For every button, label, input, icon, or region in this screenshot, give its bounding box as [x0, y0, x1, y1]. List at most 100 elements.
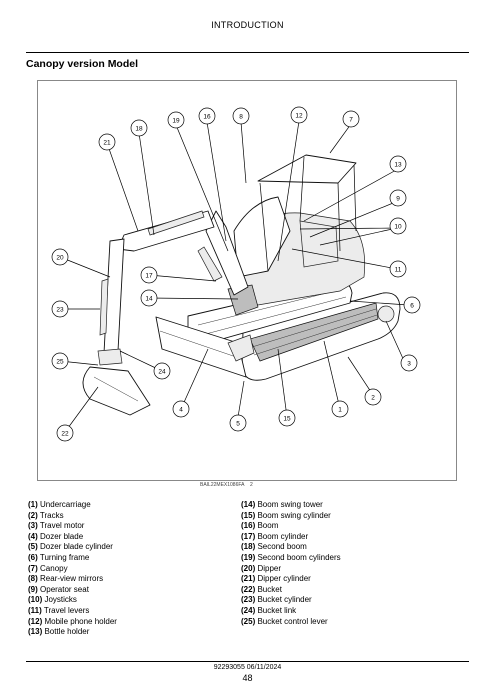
- legend-item: (11) Travel levers: [28, 606, 228, 617]
- legend-item-number: (1): [28, 500, 38, 509]
- legend-item-label: Bottle holder: [44, 627, 89, 636]
- legend-left: (1) Undercarriage(2) Tracks(3) Travel mo…: [28, 500, 228, 638]
- svg-text:9: 9: [396, 195, 400, 202]
- legend-item-number: (6): [28, 553, 38, 562]
- legend-item: (21) Dipper cylinder: [241, 574, 461, 585]
- callout-20: 20: [52, 249, 68, 265]
- legend-item-number: (13): [28, 627, 42, 636]
- legend-item: (8) Rear-view mirrors: [28, 574, 228, 585]
- legend-item-label: Boom swing tower: [257, 500, 322, 509]
- legend-item-label: Boom swing cylinder: [257, 511, 330, 520]
- legend-item: (17) Boom cylinder: [241, 532, 461, 543]
- legend-item-label: Bucket control lever: [257, 617, 327, 626]
- header-divider: [26, 52, 469, 53]
- legend-item-number: (3): [28, 521, 38, 530]
- legend-item-number: (17): [241, 532, 255, 541]
- legend-item-number: (4): [28, 532, 38, 541]
- legend-item-number: (2): [28, 511, 38, 520]
- legend-item-label: Operator seat: [40, 585, 89, 594]
- legend-item-label: Boom: [257, 521, 278, 530]
- svg-text:21: 21: [103, 139, 111, 146]
- legend-item: (25) Bucket control lever: [241, 617, 461, 628]
- section-title: Canopy version Model: [26, 58, 138, 70]
- legend-item-number: (19): [241, 553, 255, 562]
- svg-text:20: 20: [56, 254, 64, 261]
- legend-item: (15) Boom swing cylinder: [241, 511, 461, 522]
- legend-item-number: (10): [28, 595, 42, 604]
- header-title: INTRODUCTION: [0, 20, 495, 30]
- legend-item-number: (20): [241, 564, 255, 573]
- svg-text:15: 15: [283, 415, 291, 422]
- svg-text:14: 14: [145, 295, 153, 302]
- callout-4: 4: [173, 401, 189, 417]
- legend-item: (14) Boom swing tower: [241, 500, 461, 511]
- legend-item-number: (7): [28, 564, 38, 573]
- legend-item-label: Joysticks: [44, 595, 76, 604]
- legend-item-label: Tracks: [40, 511, 64, 520]
- legend-item-label: Rear-view mirrors: [40, 574, 103, 583]
- callout-8: 8: [233, 108, 249, 124]
- callout-3: 3: [401, 355, 417, 371]
- legend-item: (3) Travel motor: [28, 521, 228, 532]
- callout-12: 12: [291, 107, 307, 123]
- callout-17: 17: [141, 267, 157, 283]
- legend-item: (18) Second boom: [241, 542, 461, 553]
- legend-item: (2) Tracks: [28, 511, 228, 522]
- figure-code-id: BAIL22MEX1086FA: [200, 482, 244, 488]
- callout-5: 5: [230, 415, 246, 431]
- footer-doc-code: 92293055 06/11/2024: [0, 664, 495, 671]
- callout-2: 2: [365, 389, 381, 405]
- callout-21: 21: [99, 134, 115, 150]
- callout-7: 7: [343, 111, 359, 127]
- legend-item: (10) Joysticks: [28, 595, 228, 606]
- page-number: 48: [0, 673, 495, 683]
- callout-13: 13: [390, 156, 406, 172]
- legend-item-label: Dipper: [257, 564, 281, 573]
- figure-code-suffix: 2: [250, 482, 253, 488]
- svg-text:18: 18: [135, 125, 143, 132]
- legend-item: (7) Canopy: [28, 564, 228, 575]
- legend-item-label: Dipper cylinder: [257, 574, 310, 583]
- callout-1: 1: [332, 401, 348, 417]
- legend-item-label: Turning frame: [40, 553, 90, 562]
- legend-item: (23) Bucket cylinder: [241, 595, 461, 606]
- svg-text:4: 4: [179, 406, 183, 413]
- legend-item-number: (25): [241, 617, 255, 626]
- legend-item-label: Travel levers: [44, 606, 90, 615]
- legend-item-number: (9): [28, 585, 38, 594]
- legend-right: (14) Boom swing tower(15) Boom swing cyl…: [241, 500, 461, 627]
- legend-item: (1) Undercarriage: [28, 500, 228, 511]
- legend-item-number: (16): [241, 521, 255, 530]
- legend-item-label: Second boom: [257, 542, 306, 551]
- legend-item-number: (12): [28, 617, 42, 626]
- svg-text:25: 25: [56, 358, 64, 365]
- svg-text:10: 10: [394, 223, 402, 230]
- svg-text:7: 7: [349, 116, 353, 123]
- legend-item-label: Boom cylinder: [257, 532, 308, 541]
- svg-text:24: 24: [158, 368, 166, 375]
- legend-item: (19) Second boom cylinders: [241, 553, 461, 564]
- callout-10: 10: [390, 218, 406, 234]
- footer-divider: [26, 661, 469, 662]
- legend-item: (6) Turning frame: [28, 553, 228, 564]
- legend-item: (4) Dozer blade: [28, 532, 228, 543]
- legend-item-label: Dozer blade: [40, 532, 83, 541]
- legend-item-number: (22): [241, 585, 255, 594]
- svg-text:16: 16: [203, 113, 211, 120]
- legend-item: (13) Bottle holder: [28, 627, 228, 638]
- callout-16: 16: [199, 108, 215, 124]
- legend-item: (5) Dozer blade cylinder: [28, 542, 228, 553]
- callout-23: 23: [52, 301, 68, 317]
- callout-14: 14: [141, 290, 157, 306]
- legend-item: (16) Boom: [241, 521, 461, 532]
- svg-text:6: 6: [410, 302, 414, 309]
- legend-item-number: (24): [241, 606, 255, 615]
- callout-19: 19: [168, 112, 184, 128]
- svg-text:19: 19: [172, 117, 180, 124]
- svg-text:3: 3: [407, 360, 411, 367]
- svg-text:12: 12: [295, 112, 303, 119]
- legend-item-number: (15): [241, 511, 255, 520]
- legend-item: (20) Dipper: [241, 564, 461, 575]
- callout-9: 9: [390, 190, 406, 206]
- callout-15: 15: [279, 410, 295, 426]
